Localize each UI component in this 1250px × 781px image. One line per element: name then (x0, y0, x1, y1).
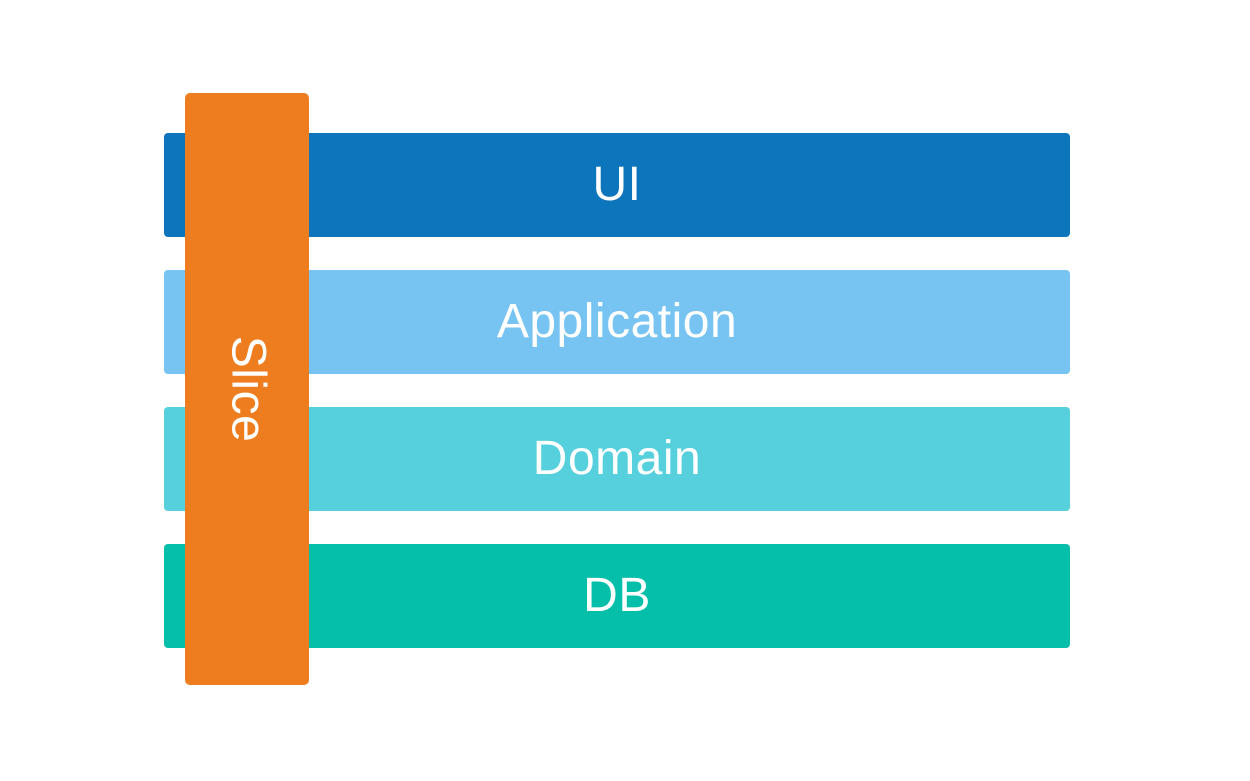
layer-bar-db[interactable]: DB (164, 544, 1070, 648)
layer-label-application: Application (496, 295, 738, 348)
slice-label: Slice (220, 335, 274, 443)
layer-bar-ui[interactable]: UI (164, 133, 1070, 237)
slice-bar[interactable]: Slice (185, 93, 309, 685)
layer-bar-domain[interactable]: Domain (164, 407, 1070, 511)
layer-label-ui: UI (592, 158, 642, 211)
slice-label-wrap: Slice (185, 93, 309, 685)
layer-label-db: DB (583, 569, 651, 622)
layer-label-domain: Domain (532, 432, 702, 485)
layer-bar-application[interactable]: Application (164, 270, 1070, 374)
